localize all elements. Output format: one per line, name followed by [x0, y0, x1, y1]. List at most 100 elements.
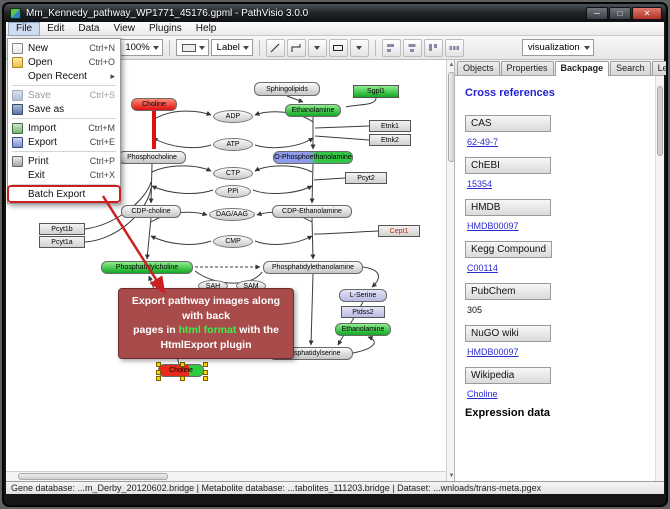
- menu-file[interactable]: File: [8, 21, 41, 36]
- crossref-header-wikipedia[interactable]: Wikipedia: [465, 367, 551, 384]
- pathway-node-cdp-choline[interactable]: CDP-choline: [121, 205, 181, 218]
- shortcut-label: Ctrl+P: [89, 156, 115, 166]
- datanode-dropdown[interactable]: [175, 39, 209, 56]
- crossref-link-nugo-wiki[interactable]: HMDB00097: [467, 347, 519, 357]
- pathway-node-choline[interactable]: Choline: [131, 98, 177, 111]
- selection-handle[interactable]: [203, 369, 208, 375]
- sidebar-scroll-thumb[interactable]: [657, 86, 663, 156]
- shape-tool-button[interactable]: [328, 38, 348, 57]
- scroll-down-icon[interactable]: ▼: [448, 473, 455, 479]
- horizontal-scroll-thumb[interactable]: [18, 473, 168, 480]
- pathway-node-etnk2[interactable]: Etnk2: [369, 134, 411, 146]
- elbow-line-icon: [291, 43, 301, 52]
- pathway-node-phosphatidylcholine[interactable]: Phosphatidylcholine: [101, 261, 193, 274]
- pathway-node-etnk1[interactable]: Etnk1: [369, 120, 411, 132]
- tab-legend[interactable]: Legend: [651, 61, 666, 75]
- crossref-header-chebi[interactable]: ChEBI: [465, 157, 551, 174]
- close-button[interactable]: ✕: [632, 6, 662, 20]
- crossref-link-cas[interactable]: 62-49-7: [467, 137, 499, 147]
- align-left-button[interactable]: [381, 38, 401, 57]
- menu-item-label: Import: [28, 122, 57, 134]
- tab-objects[interactable]: Objects: [457, 61, 500, 75]
- selection-handle[interactable]: [156, 369, 161, 375]
- pathway-node-adp[interactable]: ADP: [213, 110, 253, 123]
- pathway-node-sgpl1[interactable]: Sgpl1: [353, 85, 399, 98]
- pathway-node-cdp-ethanolamine[interactable]: CDP-Ethanolamine: [272, 205, 352, 218]
- pathway-node-ptdss2[interactable]: Ptdss2: [341, 306, 385, 318]
- maximize-button[interactable]: □: [609, 6, 631, 20]
- crossref-header-kegg-compound[interactable]: Kegg Compound: [465, 241, 553, 258]
- visualization-select[interactable]: visualization: [521, 39, 594, 56]
- pathway-node-ctp[interactable]: CTP: [213, 167, 253, 180]
- align-center-button[interactable]: [402, 38, 422, 57]
- menu-item-label: Print: [28, 155, 49, 167]
- menu-help[interactable]: Help: [195, 23, 217, 34]
- menu-data[interactable]: Data: [78, 23, 100, 34]
- crossref-link-kegg-compound[interactable]: C00114: [467, 263, 498, 273]
- crossref-link-chebi[interactable]: 15354: [467, 179, 493, 189]
- pathway-node-o-phosphoethanolamine[interactable]: O-Phosphoethanolamine: [273, 151, 353, 164]
- pathway-node-dag-aag[interactable]: DAG/AAG: [209, 208, 255, 221]
- pathway-node-atp[interactable]: ATP: [213, 138, 253, 151]
- pathway-node-pcyt1a[interactable]: Pcyt1a: [39, 236, 85, 248]
- selection-handle[interactable]: [180, 376, 185, 381]
- crossref-header-cas[interactable]: CAS: [465, 115, 551, 132]
- selection-handle[interactable]: [203, 376, 208, 381]
- crossref-link-hmdb[interactable]: HMDB00097: [467, 221, 519, 231]
- selection-handle[interactable]: [156, 376, 161, 381]
- line-tool-button[interactable]: [265, 38, 285, 57]
- zoom-select[interactable]: 100%: [119, 39, 163, 56]
- menu-edit[interactable]: Edit: [47, 23, 65, 34]
- pathway-node-ethanolamine[interactable]: Ethanolamine: [335, 323, 391, 336]
- file-menu-item-save-as[interactable]: Save as: [9, 102, 119, 116]
- file-menu-item-print[interactable]: Print Ctrl+P: [9, 154, 119, 168]
- pathway-node-ppi[interactable]: PPi: [215, 185, 251, 198]
- canvas-vertical-scrollbar[interactable]: ▲ ▼: [446, 60, 455, 481]
- crossref-header-pubchem[interactable]: PubChem: [465, 283, 551, 300]
- scroll-up-icon[interactable]: ▲: [448, 62, 455, 68]
- pathway-node-ethanolamine[interactable]: Ethanolamine: [285, 104, 341, 117]
- crossref-header-hmdb[interactable]: HMDB: [465, 199, 551, 216]
- print-icon: [12, 155, 23, 167]
- pathway-node-phosphocholine[interactable]: Phosphocholine: [118, 151, 186, 164]
- menu-plugins[interactable]: Plugins: [148, 23, 182, 34]
- tab-properties[interactable]: Properties: [500, 61, 554, 75]
- pathway-node-phosphatidylethanolamine[interactable]: Phosphatidylethanolamine: [263, 261, 363, 274]
- file-menu-item-batch-export[interactable]: Batch Export: [7, 185, 121, 203]
- pathway-node-l-serine[interactable]: L-Serine: [339, 289, 387, 302]
- sidebar-scrollbar[interactable]: [655, 76, 664, 481]
- shape-dropdown[interactable]: [349, 38, 369, 57]
- crossref-section-chebi: ChEBI 15354: [465, 155, 650, 189]
- pathway-node-pcyt2[interactable]: Pcyt2: [345, 172, 387, 184]
- pathway-node-choline[interactable]: Choline: [156, 362, 208, 381]
- canvas-horizontal-scrollbar[interactable]: [6, 471, 446, 481]
- pathway-node-pcyt1b[interactable]: Pcyt1b: [39, 223, 85, 235]
- selection-handle[interactable]: [180, 362, 185, 367]
- line-style-dropdown[interactable]: [307, 38, 327, 57]
- file-menu-item-open-recent[interactable]: Open Recent▸: [9, 69, 119, 83]
- selection-handle[interactable]: [156, 362, 161, 367]
- tab-search[interactable]: Search: [610, 61, 651, 75]
- selection-handle[interactable]: [203, 362, 208, 367]
- menu-view[interactable]: View: [113, 23, 135, 34]
- tab-backpage[interactable]: Backpage: [554, 61, 610, 76]
- align-top-button[interactable]: [423, 38, 443, 57]
- statusbar-text: Gene database: ...m_Derby_20120602.bridg…: [11, 483, 542, 493]
- crossref-header-nugo-wiki[interactable]: NuGO wiki: [465, 325, 551, 342]
- label-dropdown[interactable]: Label: [210, 39, 253, 56]
- distribute-button[interactable]: [444, 38, 464, 57]
- elbow-line-tool-button[interactable]: [286, 38, 306, 57]
- minimize-button[interactable]: ─: [586, 6, 608, 20]
- pathway-node-sphingolipids[interactable]: Sphingolipids: [254, 82, 320, 96]
- crossref-link-wikipedia[interactable]: Choline: [467, 389, 498, 399]
- pathway-node-cept1[interactable]: Cept1: [378, 225, 420, 237]
- pathway-node-cmp[interactable]: CMP: [213, 235, 253, 248]
- menu-item-label: Exit: [28, 169, 45, 181]
